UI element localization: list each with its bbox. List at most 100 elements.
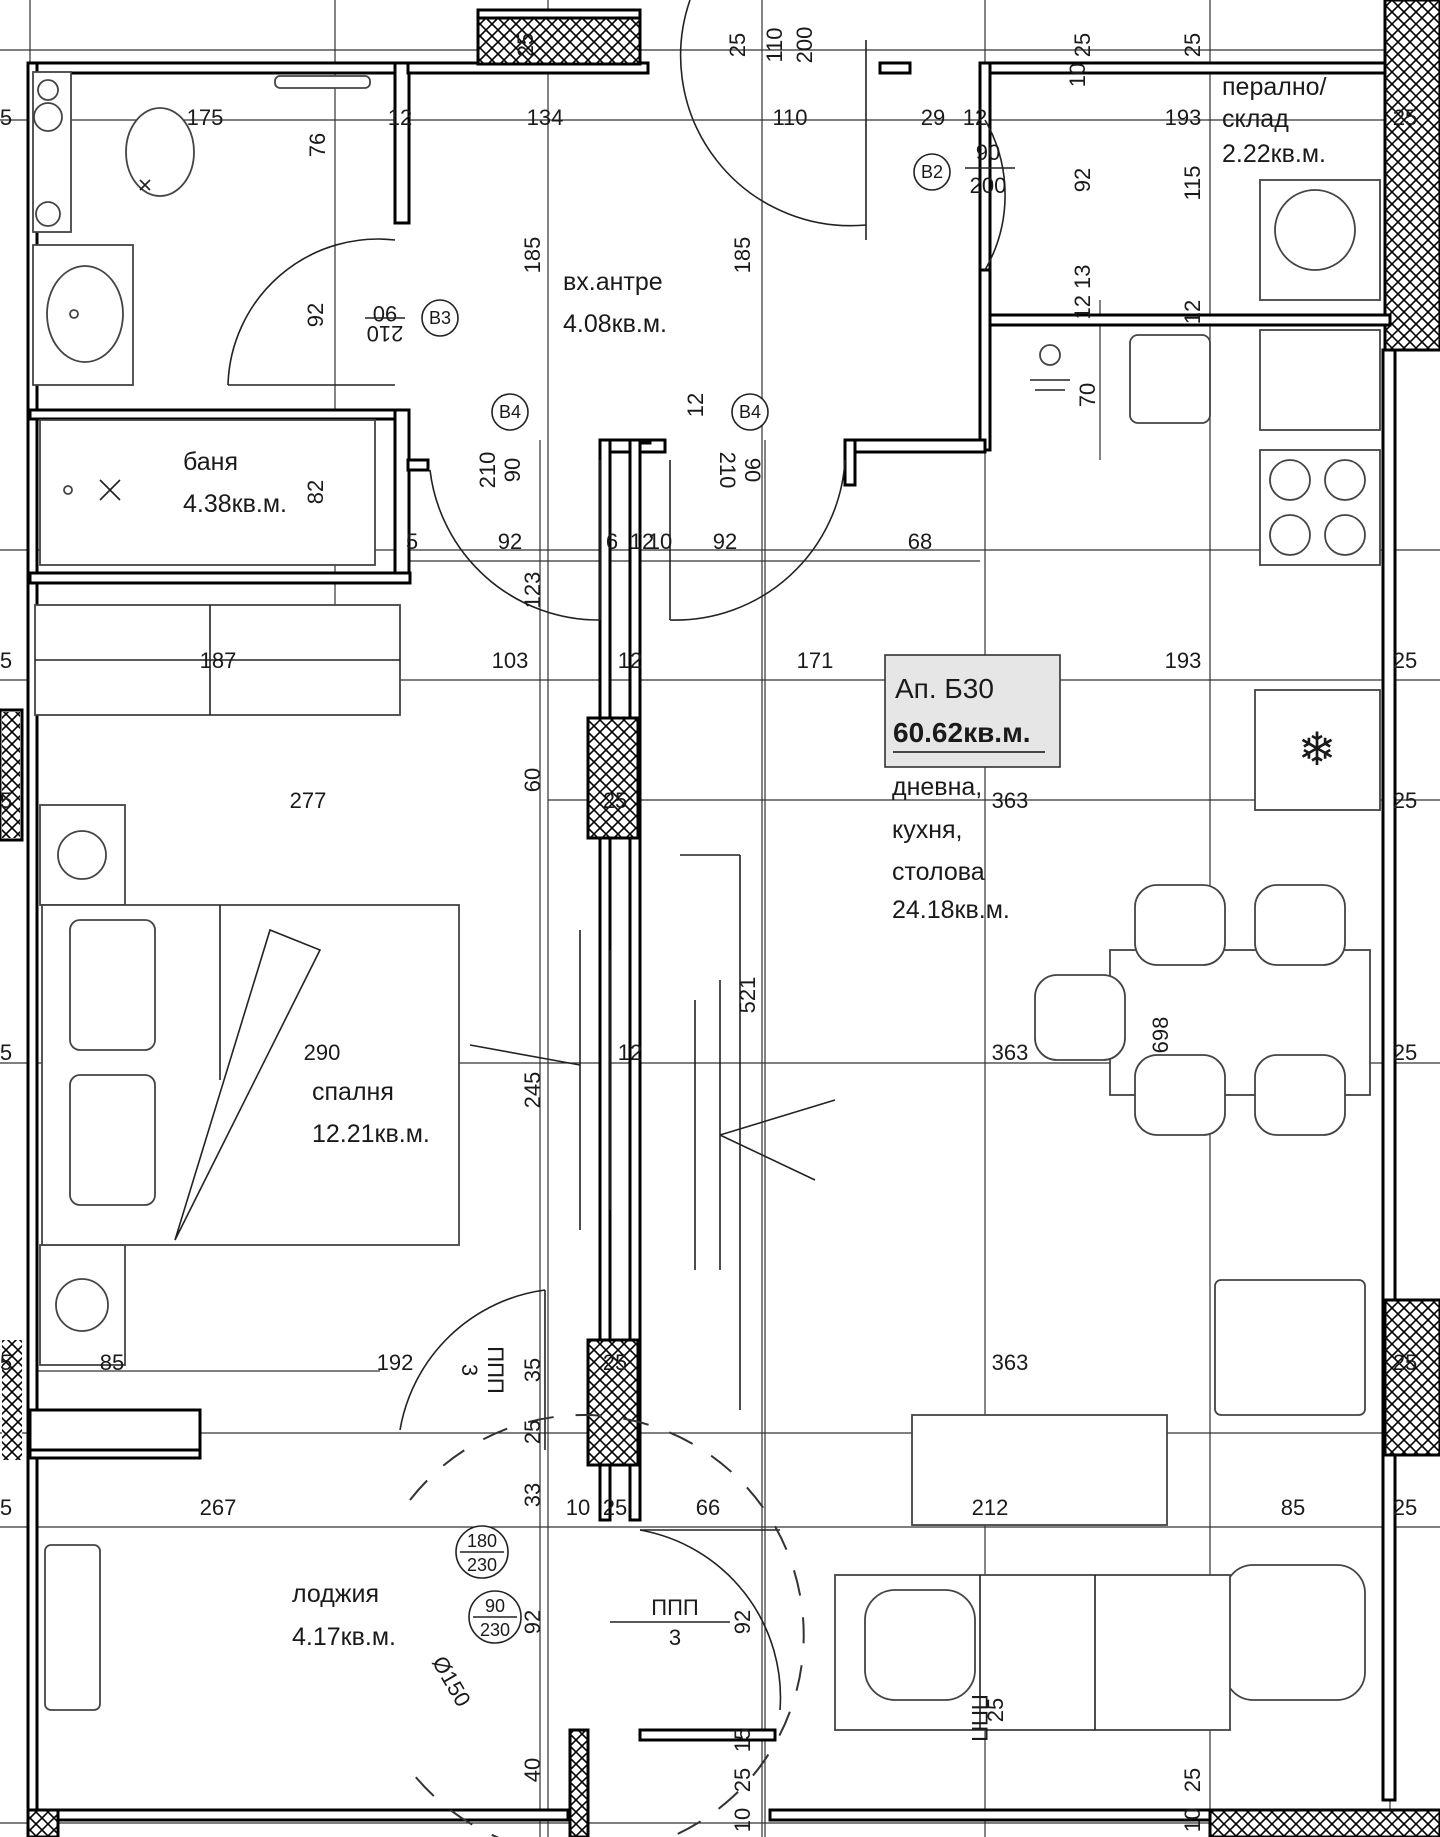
dim-label: 85	[1281, 1495, 1305, 1520]
kitchen-sink-icon	[1129, 329, 1381, 431]
svg-text:ППП: ППП	[483, 1346, 508, 1393]
stove-icon	[1259, 449, 1381, 566]
ppp-tag-1: ППП 3	[457, 1346, 508, 1393]
svg-text:230: 230	[480, 1620, 510, 1640]
dim-label: 267	[200, 1495, 237, 1520]
dim-label: 245	[520, 1072, 545, 1109]
dim-label: 10	[566, 1495, 590, 1520]
room-living: дневна, кухня, столова 24.18кв.м.	[892, 773, 1010, 924]
dim-label: 103	[492, 648, 529, 673]
svg-text:210: 210	[715, 452, 740, 489]
dim-label: 6	[606, 529, 618, 554]
room-name: лоджия	[292, 1580, 379, 1608]
svg-text:❄: ❄	[1298, 723, 1337, 775]
bed-icon	[41, 904, 460, 1246]
dim-label: 12	[618, 1040, 642, 1065]
shower-icon	[1030, 344, 1070, 391]
sofa-icon	[834, 1574, 1231, 1731]
dim-label: 5	[0, 1495, 12, 1520]
room-name: баня	[183, 448, 238, 476]
room-name: перално/	[1222, 73, 1327, 101]
dim-label: 110	[762, 27, 787, 62]
ppp-tag-3: ППП	[967, 1694, 992, 1741]
room-area: 4.17кв.м.	[292, 1623, 396, 1651]
dim-label: 123	[520, 572, 545, 609]
dim-label: 363	[992, 788, 1029, 813]
apartment-name: Ап. Б30	[895, 673, 994, 704]
ppp-tag-2: ППП 3	[610, 1595, 730, 1650]
dim-label: 115	[1180, 165, 1205, 200]
dim-label: 192	[377, 1350, 414, 1375]
room-name: дневна,	[892, 773, 982, 801]
dim-label: 10	[648, 529, 672, 554]
svg-text:90: 90	[485, 1596, 505, 1616]
dim-label: 25	[725, 33, 750, 57]
sink-icon	[32, 244, 134, 386]
dim-label: 187	[200, 648, 237, 673]
dim-label: 134	[527, 105, 564, 130]
room-storage: перално/ склад 2.22кв.м.	[1222, 73, 1327, 168]
toilet-icon	[32, 71, 371, 233]
dim-label: 68	[908, 529, 932, 554]
dim-label: 25	[603, 1495, 627, 1520]
dim-label: 15	[730, 1728, 755, 1752]
dim-label: 92	[520, 1610, 545, 1634]
room-bedroom: спалня 12.21кв.м.	[312, 1078, 430, 1148]
svg-text:3: 3	[669, 1625, 681, 1650]
svg-text:ППП: ППП	[651, 1595, 698, 1620]
dim-label: 92	[303, 303, 328, 327]
dim-label: 25	[1070, 33, 1095, 57]
svg-text:B3: B3	[429, 308, 451, 328]
dim-label: 212	[972, 1495, 1009, 1520]
svg-text:ППП: ППП	[967, 1694, 992, 1741]
dim-label: 25	[1393, 1495, 1417, 1520]
room-area: 4.38кв.м.	[183, 490, 287, 518]
dim-label: 12	[1180, 300, 1205, 324]
dim-label: 10	[730, 1808, 755, 1832]
dim-label: 25	[603, 1350, 627, 1375]
bathtub-icon	[39, 419, 376, 566]
dim-label: 25	[520, 1420, 545, 1444]
dim-label: 5	[0, 648, 12, 673]
door-tag-loggia-a: 180 230	[455, 1525, 509, 1579]
dim-label: 25	[1180, 1768, 1205, 1792]
room-area: 12.21кв.м.	[312, 1120, 430, 1148]
room-loggia: лоджия 4.17кв.м.	[292, 1580, 396, 1651]
dim-label: 25	[1393, 788, 1417, 813]
dim-label: 290	[304, 1040, 341, 1065]
room-area: 2.22кв.м.	[1222, 140, 1326, 168]
svg-text:90: 90	[373, 301, 397, 326]
dim-label: 35	[520, 1358, 545, 1382]
dimension-labels: 25 25 200 110 25 25 5 175 12 134 110 29 …	[0, 27, 1417, 1833]
svg-text:B4: B4	[499, 402, 521, 422]
dim-label: 33	[520, 1483, 545, 1507]
dim-label: 12	[630, 529, 654, 554]
dim-label: 25	[1393, 105, 1417, 130]
dim-label: 193	[1165, 648, 1202, 673]
room-area: 24.18кв.м.	[892, 896, 1010, 924]
dim-label: 10	[1180, 1808, 1205, 1832]
svg-text:230: 230	[467, 1555, 497, 1575]
svg-text:B4: B4	[739, 402, 761, 422]
dim-label: 25	[1393, 1350, 1417, 1375]
dim-label: 277	[290, 788, 327, 813]
washer-icon	[1259, 179, 1381, 301]
dim-label: 193	[1165, 105, 1202, 130]
dim-label: 29	[921, 105, 945, 130]
dim-label: 66	[696, 1495, 720, 1520]
dim-label: 40	[520, 1758, 545, 1782]
dim-label: 12 13	[1070, 264, 1095, 319]
dim-label: 92	[1070, 168, 1095, 192]
coffee-table-icon	[911, 1414, 1168, 1526]
dim-label: 5	[0, 788, 12, 813]
door-tag-loggia-b: 90 230	[468, 1590, 522, 1644]
diameter-label: Ø150	[427, 1652, 476, 1711]
room-name: спалня	[312, 1078, 394, 1106]
svg-text:90: 90	[740, 458, 765, 482]
dim-label: 185	[730, 237, 755, 274]
dim-label: 521	[735, 977, 760, 1014]
svg-text:210: 210	[367, 321, 404, 346]
dim-label: 363	[992, 1040, 1029, 1065]
dim-label: 25	[1393, 1040, 1417, 1065]
